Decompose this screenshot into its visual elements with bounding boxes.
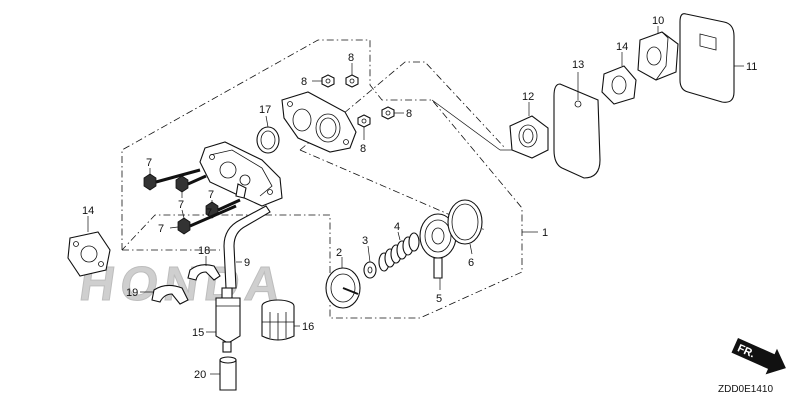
callout-1: 1 bbox=[542, 227, 548, 239]
bolt-7e[interactable] bbox=[181, 209, 185, 219]
callout-7d: 7 bbox=[158, 223, 164, 235]
callout-13: 13 bbox=[572, 59, 584, 71]
callout-8a: 8 bbox=[301, 76, 307, 88]
pump-cover[interactable] bbox=[281, 91, 357, 153]
nut-8a[interactable] bbox=[312, 74, 335, 88]
o-ring-17[interactable] bbox=[256, 115, 280, 154]
nut-8c[interactable] bbox=[381, 106, 404, 120]
callout-5: 5 bbox=[436, 293, 442, 305]
bolt-7a[interactable] bbox=[143, 168, 201, 191]
gasket-right[interactable] bbox=[601, 52, 637, 105]
callout-8d: 8 bbox=[360, 143, 366, 155]
nut-8b[interactable] bbox=[345, 63, 359, 88]
callout-2: 2 bbox=[336, 247, 342, 259]
callout-12: 12 bbox=[522, 91, 534, 103]
callout-10: 10 bbox=[652, 15, 664, 27]
callout-15: 15 bbox=[192, 327, 204, 339]
insulator-10[interactable] bbox=[637, 26, 679, 81]
callout-9: 9 bbox=[244, 257, 250, 269]
front-direction-arrow: FR. bbox=[731, 338, 786, 375]
callout-14b: 14 bbox=[82, 205, 94, 217]
leader-lines bbox=[431, 99, 512, 151]
fuel-filter[interactable] bbox=[206, 287, 241, 353]
callout-4: 4 bbox=[394, 221, 400, 233]
callout-7e: 7 bbox=[206, 207, 212, 219]
gasket-11[interactable] bbox=[679, 13, 744, 103]
clip-18[interactable] bbox=[187, 256, 221, 281]
fuel-tube[interactable] bbox=[223, 205, 271, 289]
callout-7c: 7 bbox=[208, 189, 214, 201]
clip-19[interactable] bbox=[140, 284, 189, 305]
strainer[interactable] bbox=[261, 299, 300, 341]
o-ring-6[interactable] bbox=[447, 199, 483, 255]
callout-7a: 7 bbox=[146, 157, 152, 169]
spring[interactable] bbox=[378, 231, 420, 272]
callout-17: 17 bbox=[259, 104, 271, 116]
callout-11: 11 bbox=[746, 61, 757, 73]
callout-19: 19 bbox=[126, 287, 138, 299]
bolt-7b[interactable] bbox=[175, 174, 207, 198]
callout-3: 3 bbox=[362, 235, 368, 247]
pump-body[interactable] bbox=[199, 141, 283, 207]
callout-6: 6 bbox=[468, 257, 474, 269]
diagram-code: ZDD0E1410 bbox=[718, 384, 773, 395]
diaphragm[interactable] bbox=[325, 257, 361, 309]
callout-16: 16 bbox=[302, 321, 314, 333]
assembly-frame bbox=[121, 39, 538, 319]
callout-18: 18 bbox=[198, 245, 210, 257]
nut-8d[interactable] bbox=[357, 114, 371, 140]
washer[interactable] bbox=[363, 245, 377, 279]
callout-8b: 8 bbox=[348, 52, 354, 64]
plate-13[interactable] bbox=[553, 72, 601, 179]
callout-7b: 7 bbox=[178, 199, 184, 211]
callout-8c: 8 bbox=[406, 108, 412, 120]
callout-20: 20 bbox=[194, 369, 206, 381]
insulator[interactable] bbox=[509, 102, 549, 159]
brand-watermark: HONDA bbox=[76, 257, 289, 311]
callout-14a: 14 bbox=[616, 41, 628, 53]
gasket-left[interactable] bbox=[67, 216, 111, 277]
bolt-7d[interactable] bbox=[169, 204, 237, 235]
tube-20[interactable] bbox=[210, 356, 237, 391]
